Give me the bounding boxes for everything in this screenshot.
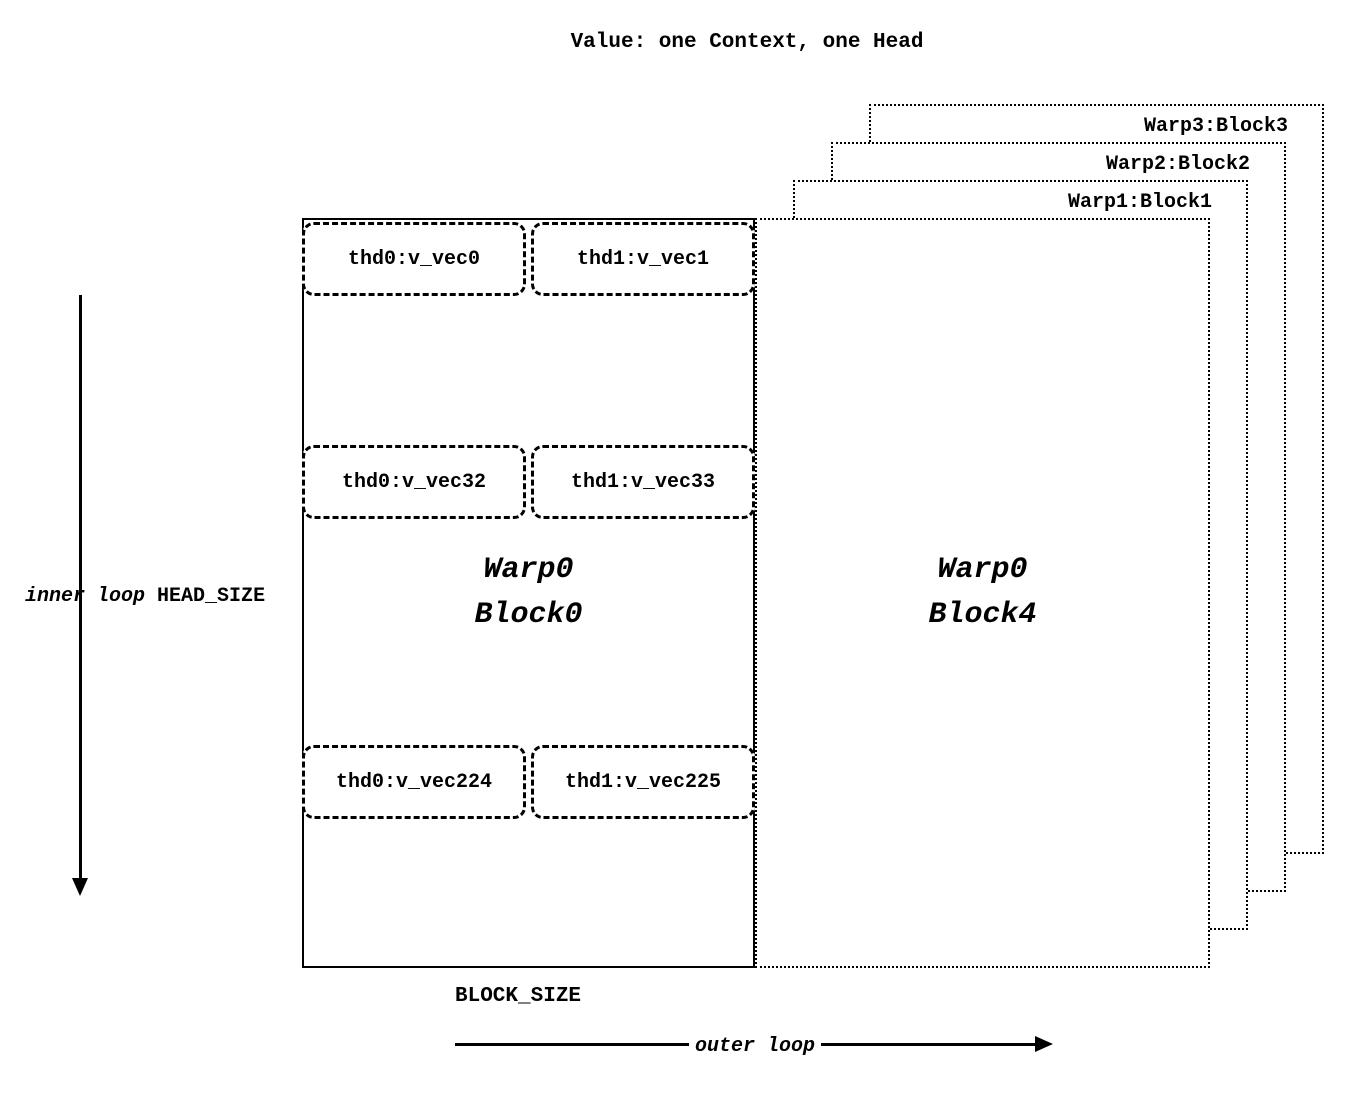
warp0-block4-line2: Block4 <box>928 598 1037 632</box>
warp0-block0-label: Warp0 Block0 <box>304 548 753 638</box>
sheet-label-warp1-block1: Warp1:Block1 <box>1067 191 1212 214</box>
inner-loop-arrow-head <box>72 878 88 896</box>
thread-cell: thd0:v_vec224 <box>302 745 526 819</box>
sheet-label-warp2-block2: Warp2:Block2 <box>1105 153 1250 176</box>
outer-loop-arrow-head <box>1035 1036 1053 1052</box>
head-size-text: HEAD_SIZE <box>157 585 266 608</box>
inner-loop-head-size-label: inner loop HEAD_SIZE <box>25 585 265 608</box>
warp0-block4-label: Warp0 Block4 <box>757 548 1208 638</box>
thread-row-0: thd0:v_vec0 thd1:v_vec1 <box>302 222 755 296</box>
thread-cell: thd0:v_vec0 <box>302 222 526 296</box>
diagram-title: Value: one Context, one Head <box>570 31 924 54</box>
thread-row-2: thd0:v_vec224 thd1:v_vec225 <box>302 745 755 819</box>
sheet-warp0-block4: Warp0 Block4 <box>755 218 1210 968</box>
thread-cell: thd1:v_vec33 <box>531 445 755 519</box>
sheet-label-warp3-block3: Warp3:Block3 <box>1143 115 1288 138</box>
thread-cell: thd1:v_vec1 <box>531 222 755 296</box>
warp0-block4-line1: Warp0 <box>937 553 1028 587</box>
thread-cell: thd1:v_vec225 <box>531 745 755 819</box>
warp0-block0-line2: Block0 <box>474 598 583 632</box>
inner-loop-arrow-line <box>79 295 82 880</box>
block-warp0-block0: thd0:v_vec0 thd1:v_vec1 thd0:v_vec32 thd… <box>302 218 755 968</box>
outer-loop-label: outer loop <box>688 1035 822 1058</box>
warp0-block0-line1: Warp0 <box>483 553 574 587</box>
thread-cell: thd0:v_vec32 <box>302 445 526 519</box>
thread-row-1: thd0:v_vec32 thd1:v_vec33 <box>302 445 755 519</box>
inner-loop-text: inner loop <box>25 585 146 608</box>
block-size-label: BLOCK_SIZE <box>455 985 582 1008</box>
